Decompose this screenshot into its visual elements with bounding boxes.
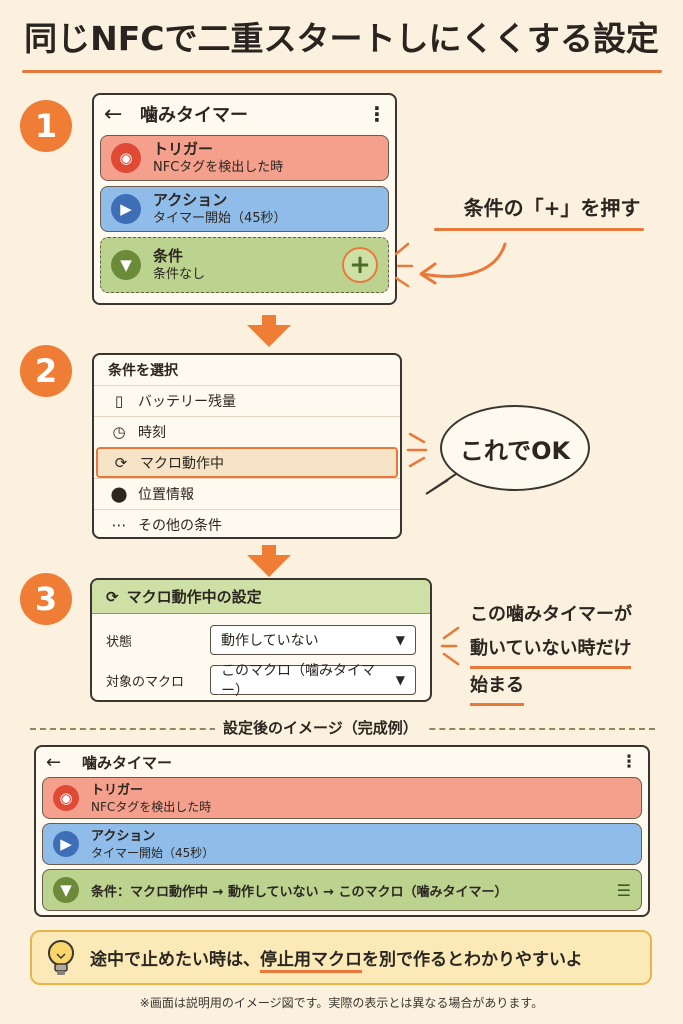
step-3-badge: 3 — [20, 573, 72, 625]
list-item-location[interactable]: ⬤ 位置情報 — [94, 478, 400, 509]
app-title: 噛みタイマー — [82, 753, 173, 772]
bubble-tail — [425, 473, 457, 495]
lightbulb-icon — [44, 938, 78, 978]
app-title: 噛みタイマー — [140, 105, 248, 126]
ok-speech-bubble: これでOK — [440, 405, 590, 491]
settings-header: ⟳ マクロ動作中の設定 — [92, 580, 430, 614]
settings-title: マクロ動作中の設定 — [126, 588, 262, 606]
step1-phone-panel: ← 噛みタイマー ⋮ ◉ トリガー NFCタグを検出した時 ▶ アクション タイ… — [92, 93, 397, 305]
state-select[interactable]: 動作していない ▼ — [210, 625, 416, 655]
filter-icon: ▼ — [53, 877, 79, 903]
macro-running-settings-panel: ⟳ マクロ動作中の設定 状態 動作していない ▼ 対象のマクロ このマクロ（噛み… — [90, 578, 432, 702]
target-macro-value: このマクロ（噛みタイマー） — [221, 663, 375, 699]
trigger-card[interactable]: ◉ トリガー NFCタグを検出した時 — [100, 135, 389, 181]
list-menu-icon[interactable]: ☰ — [616, 880, 631, 900]
tip-box: 途中で止めたい時は、停止用マクロを別で作るとわかりやすいよ — [30, 930, 652, 985]
location-pin-icon: ⬤ — [110, 485, 128, 503]
ellipsis-icon: ⋯ — [111, 516, 127, 534]
flow-arrow-down-icon — [247, 555, 291, 577]
state-value: 動作していない — [221, 633, 319, 649]
action-detail: タイマー開始（45秒） — [153, 211, 287, 226]
condition-card[interactable]: ▼ 条件 条件なし + — [100, 237, 389, 293]
action-card[interactable]: ▶ アクション タイマー開始（45秒） — [100, 186, 389, 232]
target-icon: ◉ — [111, 143, 141, 173]
add-condition-button[interactable]: + — [342, 247, 378, 283]
play-icon: ▶ — [111, 194, 141, 224]
list-item-label: バッテリー残量 — [138, 394, 236, 410]
list-item-macro-running[interactable]: ⟳ マクロ動作中 — [96, 447, 398, 478]
list-item-other[interactable]: ⋯ その他の条件 — [94, 509, 400, 540]
list-item-time[interactable]: ◷ 時刻 — [94, 416, 400, 447]
tip-text: 途中で止めたい時は、停止用マクロを別で作るとわかりやすいよ — [78, 945, 583, 973]
state-row: 状態 動作していない ▼ — [92, 620, 430, 660]
tip-highlight: 停止用マクロ — [260, 950, 362, 973]
step-2-badge: 2 — [20, 345, 72, 397]
list-header: 条件を選択 — [108, 363, 178, 379]
app-bar: ← 噛みタイマー ⋮ — [36, 747, 648, 777]
list-item-label: マクロ動作中 — [140, 455, 224, 472]
dropdown-caret-icon: ▼ — [395, 633, 405, 647]
target-row: 対象のマクロ このマクロ（噛みタイマー） ▼ — [92, 660, 430, 700]
emphasis-lines-icon — [406, 432, 428, 468]
state-label: 状態 — [106, 634, 133, 650]
list-item-label: その他の条件 — [138, 518, 222, 534]
callout-line-1: この噛みタイマーが — [470, 604, 632, 625]
back-arrow-icon[interactable]: ← — [104, 101, 123, 127]
list-item-battery[interactable]: ▯ バッテリー残量 — [94, 385, 400, 416]
list-item-label: 時刻 — [138, 425, 166, 441]
clock-icon: ◷ — [112, 423, 126, 441]
target-macro-select[interactable]: このマクロ（噛みタイマー） ▼ — [210, 663, 416, 699]
condition-label: 条件 — [153, 247, 184, 265]
curved-arrow-icon — [419, 242, 507, 285]
app-bar: ← 噛みタイマー ⋮ — [94, 95, 395, 133]
footnote: ※画面は説明用のイメージ図です。実際の表示とは異なる場合があります。 — [139, 996, 544, 1010]
dropdown-caret-icon: ▼ — [395, 673, 405, 687]
tip-text-after: を別で作るとわかりやすいよ — [362, 950, 583, 970]
trigger-label: トリガー — [91, 782, 144, 798]
play-icon: ▶ — [53, 831, 79, 857]
flow-arrow-down-icon — [247, 325, 291, 347]
condition-card[interactable]: ▼ 条件：マクロ動作中 → 動作していない → このマクロ（噛みタイマー） ☰ — [42, 869, 642, 911]
condition-select-panel: 条件を選択 ▯ バッテリー残量 ◷ 時刻 ⟳ マクロ動作中 ⬤ 位置情報 ⋯ そ… — [92, 353, 402, 539]
step3-callout: この噛みタイマーが 動いていない時だけ 始まる — [470, 598, 675, 706]
flow-arrow-stem — [262, 545, 276, 555]
emphasis-lines-icon — [440, 626, 460, 666]
trigger-label: トリガー — [153, 140, 214, 158]
tip-text-before: 途中で止めたい時は、 — [90, 950, 260, 970]
action-label: アクション — [153, 191, 228, 209]
battery-icon: ▯ — [114, 392, 124, 410]
action-detail: タイマー開始（45秒） — [91, 845, 215, 860]
step1-callout: 条件の「+」を押す — [463, 196, 641, 220]
more-vert-icon[interactable]: ⋮ — [367, 102, 387, 126]
page-title: 同じNFCで二重スタートしにくくする設定 — [24, 19, 659, 58]
macro-sync-icon: ⟳ — [114, 453, 128, 472]
trigger-card[interactable]: ◉ トリガー NFCタグを検出した時 — [42, 777, 642, 819]
emphasis-lines-icon — [394, 242, 414, 288]
callout-line-3: 始まる — [470, 669, 524, 706]
trigger-detail: NFCタグを検出した時 — [91, 799, 212, 814]
result-phone-panel: ← 噛みタイマー ⋮ ◉ トリガー NFCタグを検出した時 ▶ アクション タイ… — [34, 745, 650, 917]
callout-line-2: 動いていない時だけ — [470, 632, 632, 669]
condition-summary: 条件：マクロ動作中 → 動作していない → このマクロ（噛みタイマー） — [91, 884, 508, 900]
step-1-badge: 1 — [20, 100, 72, 152]
callout-underline — [434, 228, 644, 231]
trigger-detail: NFCタグを検出した時 — [153, 160, 284, 175]
list-item-label: 位置情報 — [138, 487, 194, 503]
result-frame-label: 設定後のイメージ（完成例） — [215, 717, 426, 738]
target-icon: ◉ — [53, 785, 79, 811]
filter-icon: ▼ — [111, 250, 141, 280]
action-card[interactable]: ▶ アクション タイマー開始（45秒） — [42, 823, 642, 865]
action-label: アクション — [91, 828, 156, 844]
back-arrow-icon[interactable]: ← — [46, 751, 62, 773]
flow-arrow-stem — [262, 315, 276, 325]
title-underline — [22, 70, 662, 73]
more-vert-icon[interactable]: ⋮ — [620, 752, 638, 772]
target-macro-label: 対象のマクロ — [106, 674, 185, 690]
macro-sync-icon: ⟳ — [106, 587, 119, 606]
condition-detail: 条件なし — [153, 267, 206, 282]
